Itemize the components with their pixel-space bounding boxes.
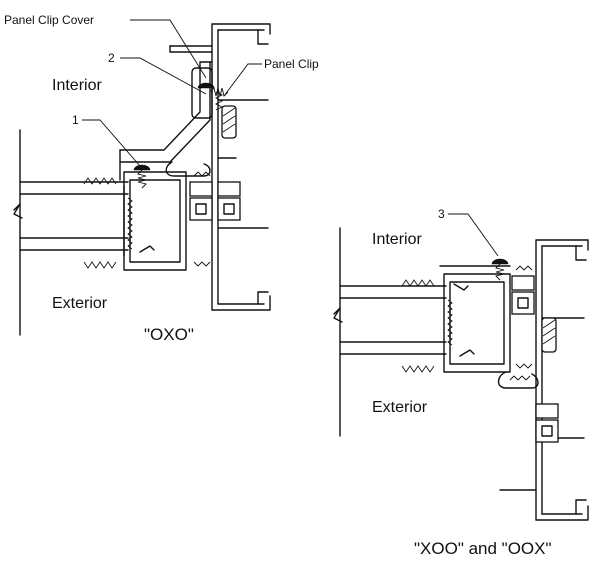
right-wall-break-mark bbox=[333, 307, 343, 323]
caption-xoo-oox: "XOO" and "OOX" bbox=[414, 539, 552, 558]
left-screw-2 bbox=[197, 82, 229, 97]
leader-callout-2 bbox=[120, 57, 207, 95]
exterior-label-right: Exterior bbox=[372, 399, 428, 416]
left-thermal-break-blocks bbox=[189, 171, 241, 267]
right-thermal-break-blocks bbox=[511, 265, 559, 443]
panel-clip-cover-label: Panel Clip Cover bbox=[4, 13, 95, 27]
interior-label-right: Interior bbox=[372, 231, 422, 248]
panel-clip-label: Panel Clip bbox=[264, 57, 319, 71]
right-gasket-top bbox=[401, 279, 435, 287]
left-weather-clip bbox=[165, 161, 211, 177]
leader-panel-clip-cover bbox=[130, 19, 207, 79]
leader-panel-clip bbox=[223, 63, 262, 97]
interior-label-left: Interior bbox=[52, 77, 102, 94]
left-sash-frame bbox=[123, 171, 187, 271]
callout-3-label: 3 bbox=[438, 207, 445, 221]
right-weather-clip bbox=[497, 371, 539, 389]
right-panel-clip bbox=[541, 317, 557, 353]
right-main-frame bbox=[499, 239, 589, 521]
left-gasket-bottom bbox=[83, 261, 117, 269]
right-gasket-bottom bbox=[401, 365, 435, 373]
right-weather-clip-gasket bbox=[509, 375, 531, 381]
oxo-section-detail bbox=[13, 19, 271, 336]
right-infill-panel bbox=[339, 285, 447, 355]
leader-callout-3 bbox=[448, 213, 499, 257]
right-sash-frame bbox=[439, 265, 511, 373]
left-panel-clip-cover-body bbox=[119, 61, 213, 181]
callout-2-label: 2 bbox=[108, 51, 115, 65]
left-gasket-top bbox=[83, 177, 117, 185]
leader-callout-1 bbox=[82, 119, 141, 167]
left-main-frame bbox=[169, 23, 271, 311]
left-screw-1 bbox=[133, 164, 151, 189]
exterior-label-left: Exterior bbox=[52, 295, 108, 312]
left-panel-clip bbox=[214, 91, 237, 139]
caption-oxo: "OXO" bbox=[144, 325, 194, 344]
right-screw-3 bbox=[491, 258, 509, 281]
xoo-oox-section-detail bbox=[333, 213, 589, 521]
left-wall-break-mark bbox=[13, 203, 23, 219]
callout-1-label: 1 bbox=[72, 113, 79, 127]
left-infill-panel bbox=[19, 181, 129, 251]
